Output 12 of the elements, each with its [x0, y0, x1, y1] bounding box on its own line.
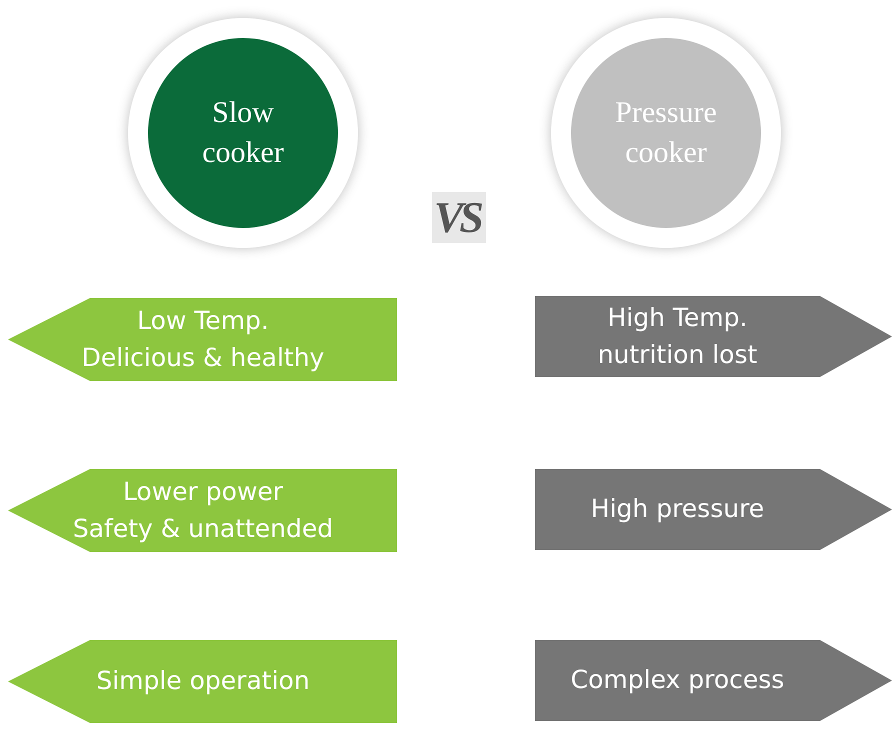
banner-text: Complex process	[570, 664, 784, 696]
banner-text: Lower power	[122, 476, 284, 508]
banner-text: Delicious & healthy	[82, 342, 324, 374]
circle-title: Pressure cooker	[614, 94, 718, 171]
banner-text: High pressure	[590, 493, 764, 526]
banner-text: Low Temp.	[137, 305, 269, 338]
banner-text: nutrition lost	[598, 338, 758, 370]
versus-label: VS	[432, 192, 486, 243]
banner-text: Simple operation	[96, 665, 310, 698]
banner-text: Safety & unattended	[72, 512, 334, 544]
circle-title: Slow cooker	[201, 94, 285, 171]
banner-text: High Temp.	[608, 302, 748, 334]
